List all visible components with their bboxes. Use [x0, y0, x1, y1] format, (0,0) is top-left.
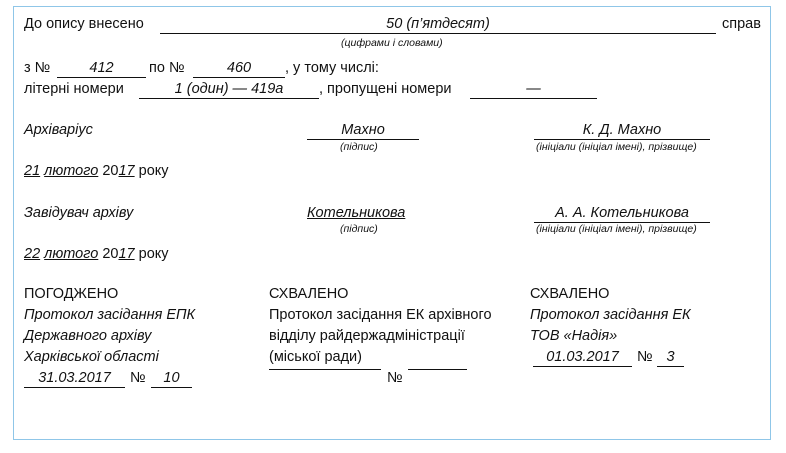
- count-value: 50 (п’ятдесят): [160, 15, 716, 34]
- archivist-signature: Махно: [307, 121, 419, 140]
- date2-word: року: [138, 246, 169, 262]
- to-number: 460: [193, 59, 285, 78]
- letter-numbers-value: 1 (один) — 419а: [139, 80, 319, 99]
- col1-heading: ПОГОДЖЕНО: [24, 286, 119, 302]
- from-label: з №: [24, 60, 51, 76]
- skipped-numbers-value: —: [470, 80, 597, 99]
- archivist-signature-hint: (підпис): [340, 141, 378, 153]
- archivist-date: 21 лютого 2017 року: [24, 162, 169, 180]
- col2-date-blank: [269, 369, 381, 370]
- col2-line3: (міської ради): [269, 349, 362, 365]
- head-date: 22 лютого 2017 року: [24, 245, 169, 263]
- head-name-hint: (ініціали (ініціал імені), прізвище): [536, 223, 697, 235]
- col3-heading: СХВАЛЕНО: [530, 286, 610, 302]
- date2-day: 22: [24, 246, 41, 262]
- date1-day: 21: [24, 163, 41, 179]
- col1-number: 10: [151, 369, 192, 388]
- col3-number-label: №: [637, 349, 653, 365]
- date1-month: лютого: [44, 163, 99, 179]
- col3-line1: Протокол засідання ЕК: [530, 307, 691, 323]
- col2-line1: Протокол засідання ЕК архівного: [269, 307, 492, 323]
- col2-line2: відділу райдержадміністрації: [269, 328, 465, 344]
- count-prefix: До опису внесено: [24, 16, 144, 32]
- including-text: , у тому числі:: [285, 60, 379, 76]
- col1-date: 31.03.2017: [24, 369, 125, 388]
- col3-line2: ТОВ «Надія»: [530, 328, 618, 344]
- col1-number-label: №: [130, 370, 146, 386]
- date1-year-prefix: 20: [102, 163, 119, 179]
- head-title: Завідувач архіву: [24, 205, 134, 221]
- head-signature-hint: (підпис): [340, 223, 378, 235]
- archivist-name: К. Д. Махно: [534, 121, 710, 140]
- date1-word: року: [138, 163, 169, 179]
- head-signature: Котельникова: [307, 205, 406, 221]
- archivist-name-hint: (ініціали (ініціал імені), прізвище): [536, 141, 697, 153]
- col3-number: 3: [657, 348, 684, 367]
- document-frame: [13, 6, 771, 440]
- col3-date: 01.03.2017: [533, 348, 632, 367]
- head-name: А. А. Котельникова: [534, 204, 710, 223]
- from-number: 412: [57, 59, 146, 78]
- col1-line2: Державного архіву: [24, 328, 152, 344]
- skipped-numbers-label: , пропущені номери: [319, 81, 452, 97]
- count-hint: (цифрами і словами): [341, 37, 443, 49]
- col2-number-blank: [408, 369, 467, 370]
- col1-line3: Харківської області: [24, 349, 159, 365]
- letter-numbers-label: літерні номери: [24, 81, 124, 97]
- to-label: по №: [149, 60, 185, 76]
- archivist-title: Архіваріус: [24, 122, 93, 138]
- date2-year-prefix: 20: [102, 246, 119, 262]
- col1-line1: Протокол засідання ЕПК: [24, 307, 196, 323]
- count-suffix: справ: [722, 16, 761, 32]
- date2-month: лютого: [44, 246, 99, 262]
- col2-heading: СХВАЛЕНО: [269, 286, 349, 302]
- date1-year-suffix: 17: [118, 163, 135, 179]
- date2-year-suffix: 17: [118, 246, 135, 262]
- col2-number-label: №: [387, 370, 403, 386]
